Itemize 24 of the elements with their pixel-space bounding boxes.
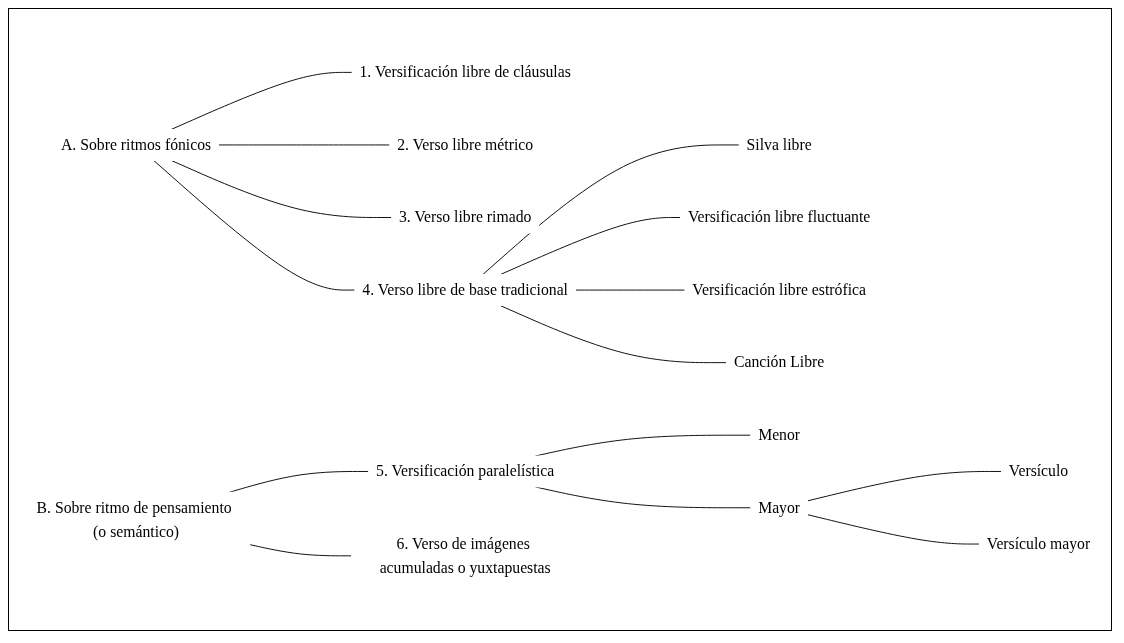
connector bbox=[482, 144, 740, 275]
connector bbox=[249, 543, 352, 556]
node-text: Versificación libre fluctuante bbox=[687, 208, 871, 226]
node-text: B. Sobre ritmo de pensamiento (o semántico) bbox=[36, 498, 232, 540]
node-text: Silva libre bbox=[746, 135, 812, 153]
connector bbox=[499, 304, 727, 363]
node-text: 5. Versificación paralelística bbox=[376, 461, 555, 480]
node-text: Versículo mayor bbox=[986, 534, 1091, 553]
diagram-frame: A. Sobre ritmos fónicos 1. Versificación libre de cláusulas 2. Verso libre métrico 3. Verso libre rimado 4. Verso libre de base tradicional Silva libre Versificación libre fluctuante Versificación libre estrófica Canción Libre B. Sobre ritmo de pensamiento (o semántico) 5. Versificación paralelística 6. Verso de imágenes acumuladas o yuxtapuestas Menor Mayor Versículo Versículo mayor bbox=[8, 8, 1112, 631]
connector bbox=[807, 513, 980, 544]
connector bbox=[153, 159, 356, 291]
node-text: Versificación libre estrófica bbox=[692, 280, 866, 299]
node-text: 6. Verso de imágenes acumuladas o yuxtapuestas bbox=[379, 534, 551, 576]
node-text: 1. Versificación libre de cláusulas bbox=[359, 62, 571, 81]
node-text: 2. Verso libre métrico bbox=[397, 135, 534, 153]
node-text: Versículo bbox=[1008, 461, 1069, 480]
node-text: Menor bbox=[758, 425, 801, 444]
connector bbox=[807, 470, 1002, 501]
node-text: 3. Verso libre rimado bbox=[398, 208, 532, 226]
node-text: 4. Verso libre de base tradicional bbox=[362, 280, 568, 299]
connector bbox=[170, 159, 393, 218]
node-text: Canción Libre bbox=[733, 353, 825, 371]
node-text: Mayor bbox=[758, 498, 801, 516]
node-text: A. Sobre ritmos fónicos bbox=[61, 135, 212, 153]
